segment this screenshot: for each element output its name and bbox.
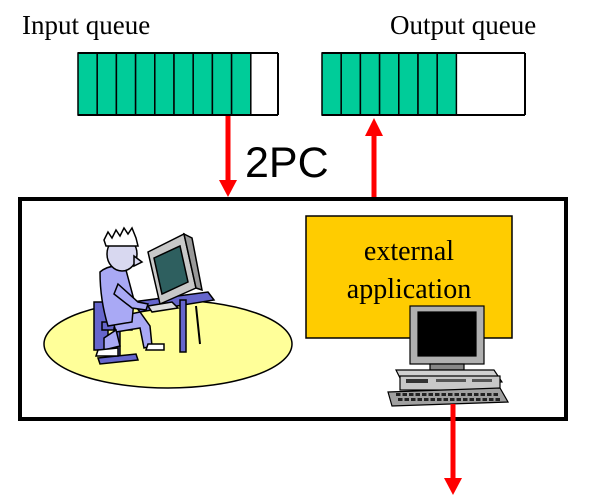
- keyboard-key: [474, 393, 479, 396]
- keyboard-key: [430, 398, 435, 401]
- keyboard-key: [493, 393, 498, 396]
- keyboard-key: [448, 393, 453, 396]
- keyboard-key: [422, 393, 427, 396]
- input-queue: [77, 52, 279, 116]
- keyboard-key: [487, 393, 492, 396]
- output-queue-slot: [417, 52, 438, 116]
- input-queue-slot: [77, 52, 98, 116]
- keyboard-key: [435, 393, 440, 396]
- external-app-label-line1: external: [364, 236, 454, 267]
- input-queue-slot: [173, 52, 194, 116]
- keyboard-key: [437, 398, 442, 401]
- keyboard-key: [409, 393, 414, 396]
- input-queue-slot: [192, 52, 214, 116]
- keyboard-key: [396, 393, 401, 396]
- input-queue-slot: [230, 52, 252, 116]
- keyboard-key: [454, 393, 459, 396]
- input-queue-slot: [154, 52, 175, 116]
- output-queue-slot: [378, 52, 400, 116]
- output-queue-label: Output queue: [390, 10, 536, 40]
- external-output-arrow: [444, 404, 462, 495]
- input-queue-slot: [134, 52, 156, 116]
- keyboard-key: [415, 393, 420, 396]
- keyboard-key: [480, 393, 485, 396]
- keyboard-key: [417, 398, 422, 401]
- keyboard-key: [469, 398, 474, 401]
- keyboard-key: [476, 398, 481, 401]
- keyboard-key: [411, 398, 416, 401]
- desktop-computer-icon: [387, 305, 510, 407]
- output-queue-slot: [321, 52, 342, 116]
- input-queue-slot: [211, 52, 233, 116]
- input-queue-slot: [115, 52, 137, 116]
- keyboard-key: [428, 393, 433, 396]
- keyboard-key: [489, 398, 494, 401]
- keyboard-key: [424, 398, 429, 401]
- input-queue-slot: [96, 52, 118, 116]
- keyboard-key: [461, 393, 466, 396]
- output-arrow: [365, 118, 383, 198]
- keyboard-key: [404, 398, 409, 401]
- protocol-label: 2PC: [245, 139, 329, 187]
- output-queue-slot: [340, 52, 362, 116]
- keyboard-key: [467, 393, 472, 396]
- keyboard-key: [450, 398, 455, 401]
- keyboard-key: [398, 398, 403, 401]
- keyboard-key: [456, 398, 461, 401]
- input-arrow: [219, 116, 237, 197]
- keyboard-key: [495, 398, 500, 401]
- input-queue-label: Input queue: [22, 10, 150, 40]
- user-floor-ellipse: [43, 299, 293, 389]
- keyboard-key: [402, 393, 407, 396]
- keyboard-key: [463, 398, 468, 401]
- keyboard-key: [482, 398, 487, 401]
- output-queue-slot: [436, 52, 458, 116]
- keyboard-key: [443, 398, 448, 401]
- person-at-computer-icon: [93, 226, 216, 365]
- output-queue: [321, 52, 526, 116]
- output-queue-slot: [398, 52, 419, 116]
- keyboard-key: [441, 393, 446, 396]
- output-queue-slot: [359, 52, 381, 116]
- external-app-label-line2: application: [347, 274, 471, 305]
